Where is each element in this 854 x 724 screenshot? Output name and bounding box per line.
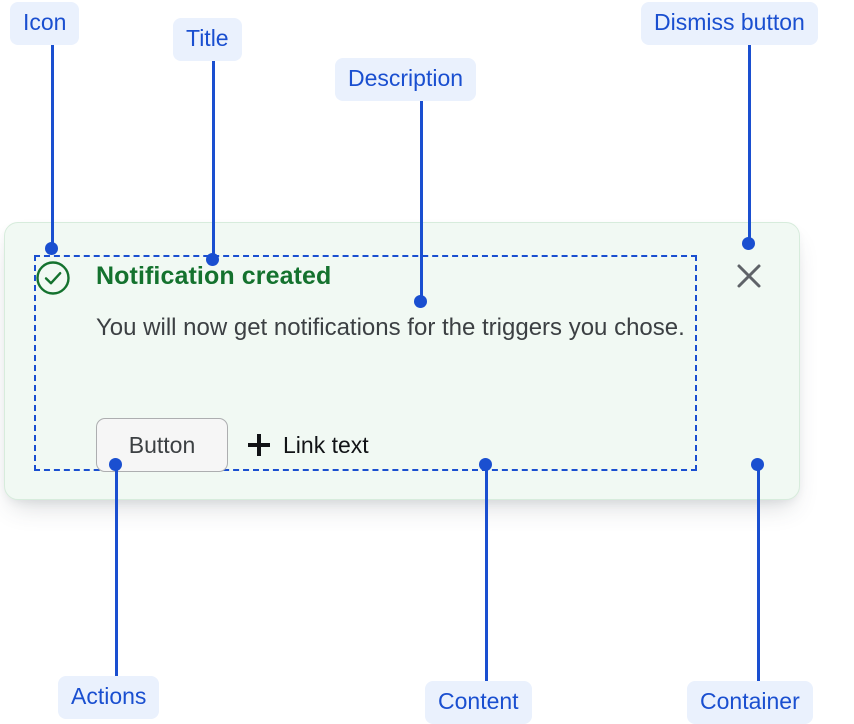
plus-icon bbox=[248, 434, 270, 456]
annotation-label-content: Content bbox=[425, 681, 532, 724]
annotation-leader-line-container bbox=[757, 470, 760, 681]
annotation-leader-line-title bbox=[212, 56, 215, 259]
annotation-leader-line-icon bbox=[51, 40, 54, 248]
annotation-label-title: Title bbox=[173, 18, 242, 61]
annotation-label-description: Description bbox=[335, 58, 477, 101]
content-region-outline bbox=[34, 255, 697, 471]
annotation-endpoint-dot-actions bbox=[109, 458, 122, 471]
annotation-leader-line-content bbox=[485, 470, 488, 681]
annotation-label-container: Container bbox=[687, 681, 813, 724]
dismiss-button[interactable] bbox=[732, 259, 766, 293]
annotation-leader-line-dismiss bbox=[748, 40, 751, 243]
annotation-endpoint-dot-container bbox=[751, 458, 764, 471]
annotation-label-dismiss: Dismiss button bbox=[641, 2, 818, 45]
annotation-endpoint-dot-dismiss bbox=[742, 237, 755, 250]
annotation-leader-line-actions bbox=[115, 470, 118, 676]
annotation-leader-line-description bbox=[420, 96, 423, 301]
annotation-label-icon: Icon bbox=[10, 2, 80, 45]
annotation-label-actions: Actions bbox=[58, 676, 160, 719]
link-action-label: Link text bbox=[283, 431, 369, 458]
check-circle-icon bbox=[35, 260, 71, 296]
annotation-endpoint-dot-title bbox=[206, 253, 219, 266]
notification-description: You will now get notifications for the t… bbox=[96, 314, 685, 341]
link-action[interactable]: Link text bbox=[248, 428, 369, 462]
action-button[interactable]: Button bbox=[96, 418, 228, 472]
notification-title: Notification created bbox=[96, 262, 332, 290]
annotation-endpoint-dot-description bbox=[414, 295, 427, 308]
annotation-endpoint-dot-icon bbox=[45, 242, 58, 255]
annotation-endpoint-dot-content bbox=[479, 458, 492, 471]
